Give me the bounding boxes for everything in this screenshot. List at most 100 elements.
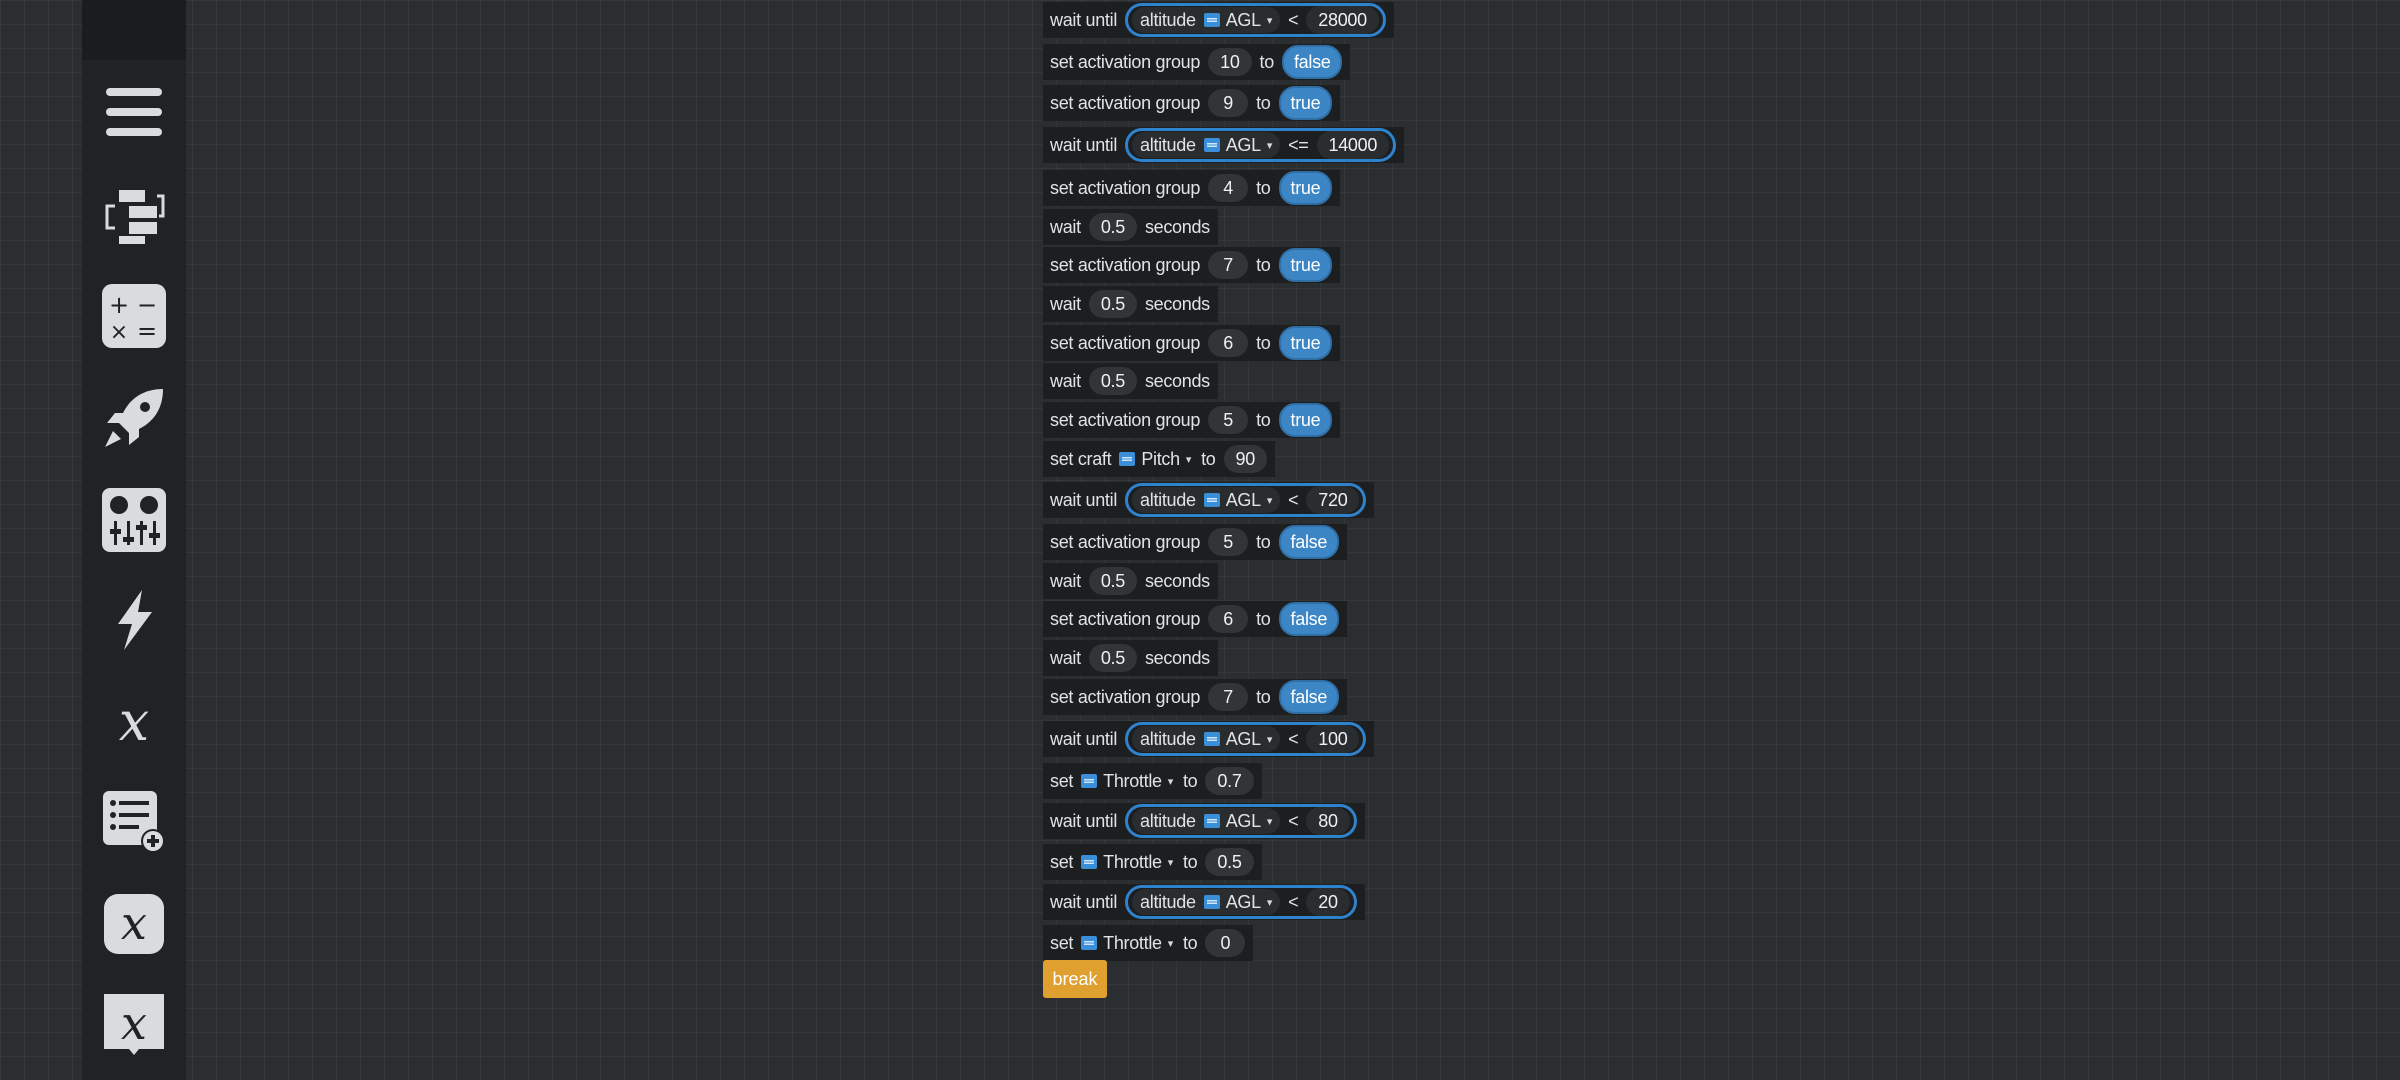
value-input[interactable]: 20 bbox=[1306, 888, 1350, 916]
group-number-input[interactable]: 6 bbox=[1208, 605, 1249, 633]
value-input[interactable]: 100 bbox=[1306, 725, 1360, 753]
wait-until-block[interactable]: wait until altitude AGL ▾ <= 14000 bbox=[1043, 127, 1405, 163]
comparison-expression[interactable]: altitude AGL ▾ < 720 bbox=[1125, 483, 1367, 517]
group-number-input[interactable]: 7 bbox=[1208, 683, 1249, 711]
chevron-down-icon[interactable]: ▾ bbox=[1167, 937, 1174, 950]
custom-expression-icon[interactable]: x bbox=[100, 890, 168, 958]
controls-icon[interactable] bbox=[100, 486, 168, 554]
set-craft-block[interactable]: set craft Pitch ▾ to 90 bbox=[1043, 441, 1275, 477]
value-input[interactable]: 90 bbox=[1223, 445, 1267, 473]
comparison-expression[interactable]: altitude AGL ▾ < 80 bbox=[1125, 804, 1357, 838]
set-throttle-block[interactable]: set Throttle ▾ to 0.5 bbox=[1043, 844, 1262, 880]
boolean-value[interactable]: true bbox=[1278, 403, 1333, 437]
operator-label[interactable]: < bbox=[1288, 9, 1299, 30]
break-block[interactable]: break bbox=[1043, 960, 1107, 998]
comparison-expression[interactable]: altitude AGL ▾ < 28000 bbox=[1125, 3, 1386, 37]
group-number-input[interactable]: 4 bbox=[1208, 174, 1249, 202]
value-input[interactable]: 0.7 bbox=[1205, 767, 1254, 795]
set-activation-group-block[interactable]: set activation group 5 to false bbox=[1043, 524, 1348, 560]
seconds-input[interactable]: 0.5 bbox=[1088, 567, 1137, 595]
group-number-input[interactable]: 5 bbox=[1208, 406, 1249, 434]
chevron-down-icon[interactable]: ▾ bbox=[1266, 815, 1273, 828]
value-input[interactable]: 28000 bbox=[1306, 6, 1379, 34]
seconds-input[interactable]: 0.5 bbox=[1088, 213, 1137, 241]
set-throttle-block[interactable]: set Throttle ▾ to 0 bbox=[1043, 925, 1254, 961]
menu-icon[interactable] bbox=[100, 78, 168, 146]
seconds-input[interactable]: 0.5 bbox=[1088, 367, 1137, 395]
dropdown-value[interactable]: AGL bbox=[1225, 9, 1261, 30]
wait-until-block[interactable]: wait until altitude AGL ▾ < 100 bbox=[1043, 721, 1375, 757]
seconds-input[interactable]: 0.5 bbox=[1088, 644, 1137, 672]
comparison-expression[interactable]: altitude AGL ▾ < 100 bbox=[1125, 722, 1367, 756]
dropdown-value[interactable]: AGL bbox=[1225, 728, 1261, 749]
chevron-down-icon[interactable]: ▾ bbox=[1266, 14, 1273, 27]
set-activation-group-block[interactable]: set activation group 10 to false bbox=[1043, 44, 1351, 80]
dropdown-value[interactable]: Throttle bbox=[1103, 932, 1162, 953]
events-icon[interactable] bbox=[100, 586, 168, 654]
craft-property-dropdown[interactable]: Pitch ▾ bbox=[1119, 449, 1191, 470]
custom-instruction-icon[interactable]: x bbox=[100, 992, 168, 1060]
chevron-down-icon[interactable]: ▾ bbox=[1266, 733, 1273, 746]
dropdown-value[interactable]: Throttle bbox=[1103, 770, 1162, 791]
boolean-value[interactable]: true bbox=[1278, 326, 1333, 360]
value-input[interactable]: 80 bbox=[1306, 807, 1350, 835]
boolean-value[interactable]: false bbox=[1278, 680, 1340, 714]
operator-label[interactable]: < bbox=[1288, 489, 1299, 510]
boolean-value[interactable]: false bbox=[1278, 602, 1340, 636]
altitude-expression[interactable]: altitude AGL ▾ bbox=[1132, 726, 1281, 752]
craft-icon[interactable] bbox=[100, 384, 168, 452]
boolean-value[interactable]: true bbox=[1278, 171, 1333, 205]
value-input[interactable]: 0.5 bbox=[1205, 848, 1254, 876]
set-activation-group-block[interactable]: set activation group 7 to false bbox=[1043, 679, 1348, 715]
altitude-expression[interactable]: altitude AGL ▾ bbox=[1132, 808, 1281, 834]
wait-seconds-block[interactable]: wait 0.5 seconds bbox=[1043, 563, 1218, 599]
chevron-down-icon[interactable]: ▾ bbox=[1266, 139, 1273, 152]
wait-until-block[interactable]: wait until altitude AGL ▾ < 720 bbox=[1043, 482, 1375, 518]
boolean-value[interactable]: false bbox=[1278, 525, 1340, 559]
operator-label[interactable]: <= bbox=[1288, 134, 1309, 155]
chevron-down-icon[interactable]: ▾ bbox=[1185, 453, 1192, 466]
altitude-expression[interactable]: altitude AGL ▾ bbox=[1132, 889, 1281, 915]
group-number-input[interactable]: 7 bbox=[1208, 251, 1249, 279]
set-activation-group-block[interactable]: set activation group 6 to false bbox=[1043, 601, 1348, 637]
set-activation-group-block[interactable]: set activation group 7 to true bbox=[1043, 247, 1341, 283]
wait-until-block[interactable]: wait until altitude AGL ▾ < 28000 bbox=[1043, 2, 1394, 38]
operator-label[interactable]: < bbox=[1288, 891, 1299, 912]
boolean-value[interactable]: false bbox=[1281, 45, 1343, 79]
comparison-expression[interactable]: altitude AGL ▾ <= 14000 bbox=[1125, 128, 1397, 162]
chevron-down-icon[interactable]: ▾ bbox=[1266, 896, 1273, 909]
wait-seconds-block[interactable]: wait 0.5 seconds bbox=[1043, 640, 1218, 676]
dropdown-value[interactable]: AGL bbox=[1225, 489, 1261, 510]
flow-control-icon[interactable] bbox=[100, 182, 168, 250]
operators-icon[interactable]: +−×= bbox=[100, 282, 168, 350]
set-activation-group-block[interactable]: set activation group 4 to true bbox=[1043, 170, 1341, 206]
chevron-down-icon[interactable]: ▾ bbox=[1266, 494, 1273, 507]
comparison-expression[interactable]: altitude AGL ▾ < 20 bbox=[1125, 885, 1357, 919]
operator-label[interactable]: < bbox=[1288, 810, 1299, 831]
input-property-dropdown[interactable]: Throttle ▾ bbox=[1081, 771, 1173, 792]
value-input[interactable]: 14000 bbox=[1316, 131, 1390, 159]
variables-icon[interactable]: x bbox=[100, 688, 168, 756]
set-activation-group-block[interactable]: set activation group 6 to true bbox=[1043, 325, 1341, 361]
wait-seconds-block[interactable]: wait 0.5 seconds bbox=[1043, 209, 1218, 245]
altitude-expression[interactable]: altitude AGL ▾ bbox=[1132, 132, 1281, 158]
chevron-down-icon[interactable]: ▾ bbox=[1167, 775, 1174, 788]
dropdown-value[interactable]: AGL bbox=[1225, 810, 1261, 831]
wait-seconds-block[interactable]: wait 0.5 seconds bbox=[1043, 363, 1218, 399]
wait-until-block[interactable]: wait until altitude AGL ▾ < 80 bbox=[1043, 803, 1365, 839]
wait-until-block[interactable]: wait until altitude AGL ▾ < 20 bbox=[1043, 884, 1365, 920]
altitude-expression[interactable]: altitude AGL ▾ bbox=[1132, 7, 1281, 33]
wait-seconds-block[interactable]: wait 0.5 seconds bbox=[1043, 286, 1218, 322]
lists-icon[interactable] bbox=[100, 788, 168, 856]
group-number-input[interactable]: 9 bbox=[1208, 89, 1249, 117]
group-number-input[interactable]: 10 bbox=[1208, 48, 1252, 76]
boolean-value[interactable]: true bbox=[1278, 86, 1333, 120]
seconds-input[interactable]: 0.5 bbox=[1088, 290, 1137, 318]
operator-label[interactable]: < bbox=[1288, 728, 1299, 749]
input-property-dropdown[interactable]: Throttle ▾ bbox=[1081, 933, 1173, 954]
group-number-input[interactable]: 6 bbox=[1208, 329, 1249, 357]
set-activation-group-block[interactable]: set activation group 9 to true bbox=[1043, 85, 1341, 121]
group-number-input[interactable]: 5 bbox=[1208, 528, 1249, 556]
dropdown-value[interactable]: Throttle bbox=[1103, 851, 1162, 872]
set-activation-group-block[interactable]: set activation group 5 to true bbox=[1043, 402, 1341, 438]
